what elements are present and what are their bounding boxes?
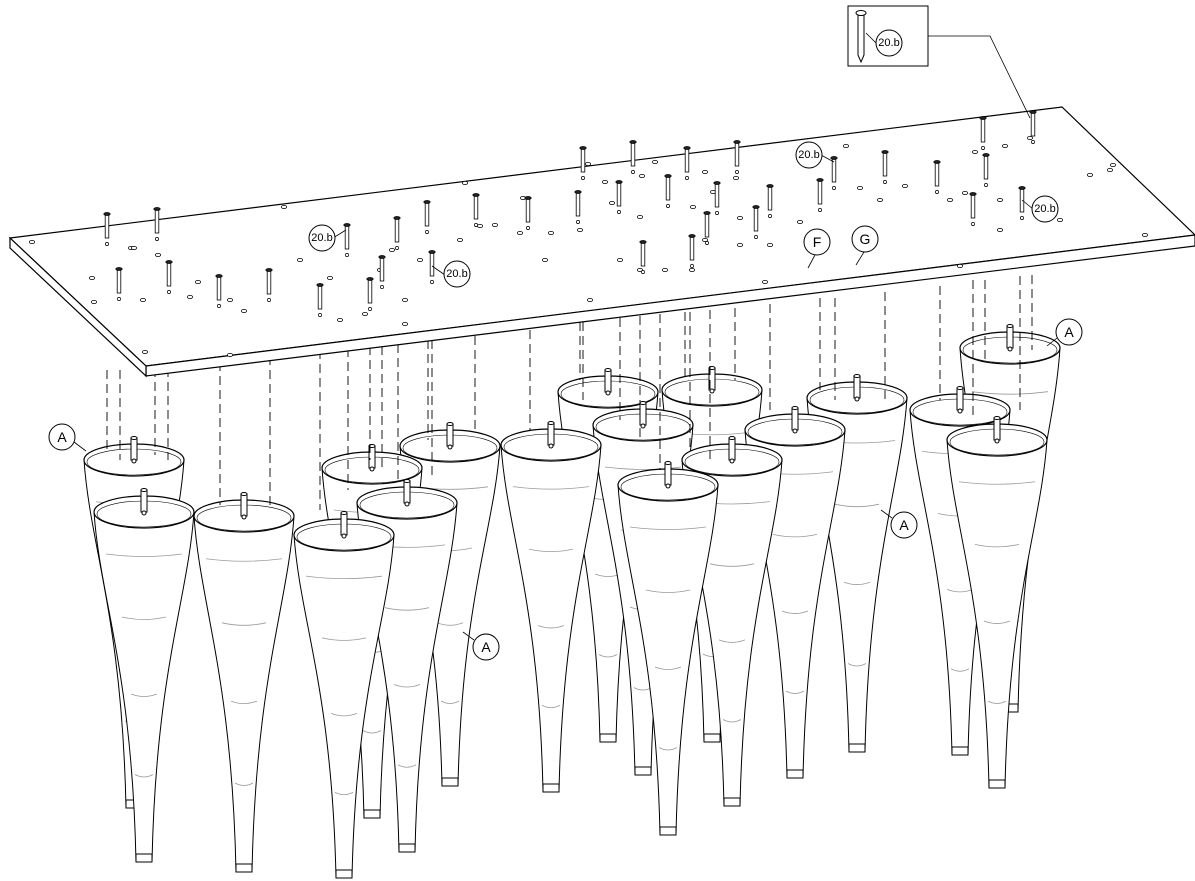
screw-icon: [153, 207, 161, 241]
screw-callout-3: 20.b: [795, 141, 835, 169]
screw-icon: [215, 274, 223, 308]
svg-text:20.b: 20.b: [1034, 203, 1055, 215]
screw-icon: [713, 181, 721, 215]
svg-text:20.b: 20.b: [446, 268, 467, 280]
screw-icon: [165, 260, 173, 294]
dowel-icon: [664, 461, 672, 489]
screw-icon: [752, 205, 760, 239]
screw-icon: [579, 146, 587, 180]
detail-callout-label: 20.b: [878, 37, 899, 49]
cone-leg-icon: [946, 416, 1048, 789]
svg-text:A: A: [899, 517, 909, 533]
dowel-icon: [956, 386, 964, 414]
screw-icon: [1029, 110, 1037, 144]
screw-icon: [688, 234, 696, 268]
screw-icon: [115, 267, 123, 301]
svg-text:A: A: [57, 429, 67, 445]
tabletop-icon: [8, 106, 1195, 378]
screw-icon: [629, 140, 637, 174]
screw-icon: [683, 146, 691, 180]
dowel-icon: [853, 374, 861, 402]
cone-leg-icon: [93, 488, 195, 863]
svg-text:F: F: [813, 234, 822, 250]
screw-icon: [366, 277, 374, 311]
dowel-icon: [728, 436, 736, 464]
screw-icon: [343, 223, 351, 257]
screw-icon: [979, 116, 987, 150]
cone-leg-icon: [617, 461, 719, 836]
dowel-icon: [240, 492, 248, 520]
callout-F: F: [803, 228, 831, 269]
dowel-icon: [604, 368, 612, 396]
screw-icon: [703, 211, 711, 245]
callout-A-3: A: [880, 509, 918, 539]
dowel-icon: [791, 406, 799, 434]
screw-icon: [881, 150, 889, 184]
dowel-icon: [140, 488, 148, 516]
screw-callout-1: 20.b: [308, 224, 347, 252]
screw-callout-4: 20.b: [1021, 195, 1059, 223]
dowel-icon: [547, 421, 555, 449]
screw-icon: [316, 283, 324, 317]
cone-leg-icon: [293, 511, 395, 879]
screw-icon: [615, 180, 623, 214]
callout-A-1: A: [48, 423, 87, 452]
dowel-icon: [403, 479, 411, 507]
screw-icon: [830, 156, 838, 190]
dowel-icon: [708, 366, 716, 394]
pilot-holes: [28, 135, 1149, 357]
legs-group: [83, 324, 1061, 879]
screw-icon: [103, 212, 111, 246]
dowel-icon: [446, 422, 454, 450]
cone-leg-icon: [500, 421, 602, 793]
screw-icon: [393, 216, 401, 250]
screw-callout-2: 20.b: [431, 260, 471, 288]
dowel-icon: [1006, 324, 1014, 352]
cone-leg-icon: [193, 492, 295, 873]
screw-icon: [472, 193, 480, 227]
screw-icon: [816, 178, 824, 212]
screw-icon: [428, 250, 436, 284]
svg-text:20.b: 20.b: [798, 149, 819, 161]
alignment-lines: [106, 275, 1033, 510]
screw-icon: [639, 240, 647, 274]
screw-icon: [933, 160, 941, 194]
screw-icon: [733, 140, 741, 174]
svg-text:A: A: [481, 639, 491, 655]
screw-detail-icon: 20.b: [847, 5, 1031, 119]
screw-icon: [969, 192, 977, 226]
dowel-icon: [639, 401, 647, 429]
screw-icon: [265, 268, 273, 302]
dowel-icon: [130, 436, 138, 464]
screw-icon: [574, 190, 582, 224]
callout-G: G: [851, 225, 879, 266]
dowel-icon: [368, 444, 376, 472]
screw-icon: [982, 153, 990, 187]
svg-text:G: G: [860, 231, 871, 247]
screw-icon: [378, 255, 386, 289]
dowel-icon: [993, 416, 1001, 444]
screws-group: [103, 110, 1037, 317]
screw-icon: [423, 200, 431, 234]
callout-A-4: A: [1046, 318, 1083, 347]
screw-icon: [766, 184, 774, 218]
screw-icon: [524, 196, 532, 230]
svg-text:20.b: 20.b: [311, 232, 332, 244]
dowel-icon: [340, 511, 348, 539]
screw-icon: [664, 174, 672, 208]
svg-text:A: A: [1064, 324, 1074, 340]
callout-A-2: A: [462, 631, 500, 661]
